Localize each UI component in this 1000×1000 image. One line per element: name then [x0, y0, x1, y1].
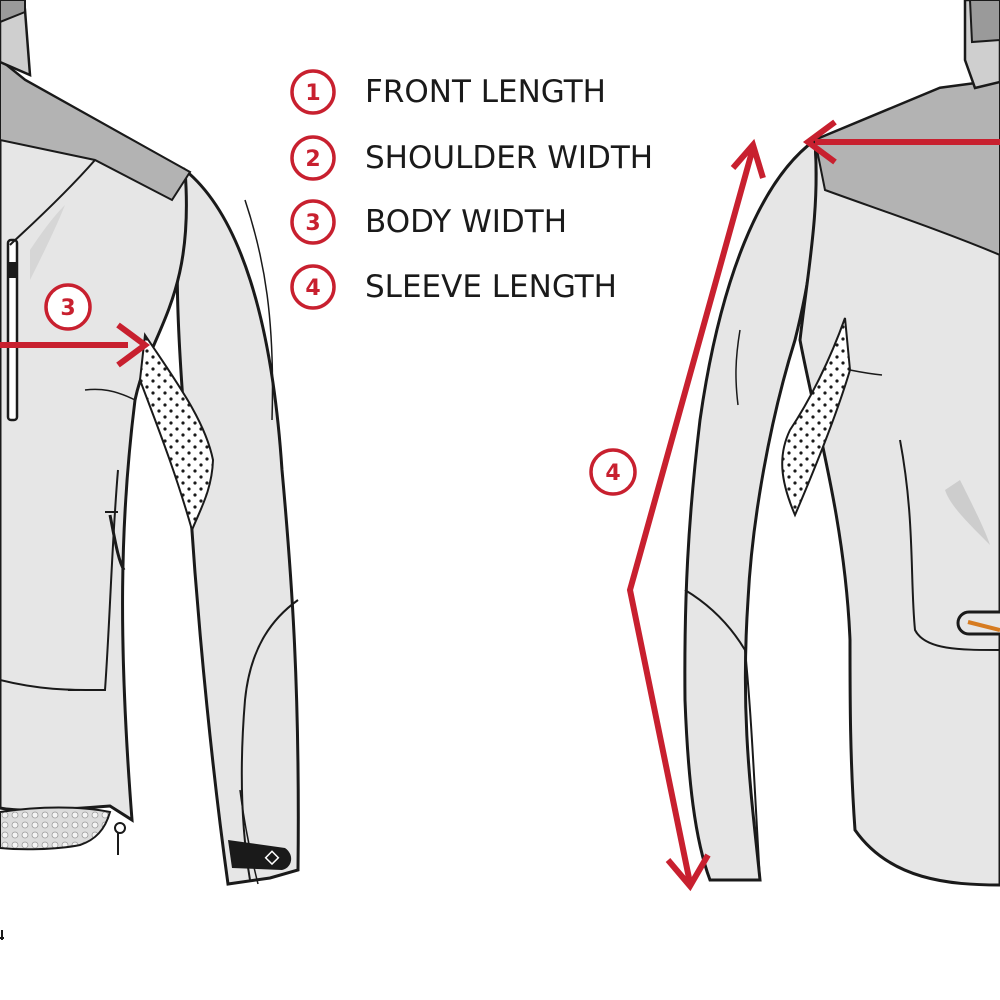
body-width-arrow: [0, 322, 151, 368]
back-underarm-vent: [781, 317, 852, 518]
legend-number: 3: [305, 211, 320, 236]
front-shoulder-panel: [0, 58, 192, 202]
legend-number: 4: [305, 276, 320, 301]
sleeve-length-marker: 4: [589, 448, 637, 496]
legend-number: 1: [305, 81, 320, 106]
legend-label: SHOULDER WIDTH: [365, 140, 653, 176]
back-body: [798, 78, 1000, 887]
legend: 1 FRONT LENGTH 2 SHOULDER WIDTH 3 BODY W…: [290, 69, 653, 310]
front-jacket: [0, 0, 300, 886]
front-sleeve: [175, 167, 300, 886]
shoulder-width-arrow: [802, 119, 1000, 165]
legend-item-shoulder-width: 2 SHOULDER WIDTH: [290, 135, 653, 181]
hem-mesh: [0, 806, 112, 851]
back-jacket: [683, 0, 1000, 887]
svg-text:4: 4: [605, 461, 620, 486]
legend-label: SLEEVE LENGTH: [365, 269, 617, 305]
cuff-tab: [228, 840, 292, 870]
legend-number: 2: [305, 147, 320, 172]
front-underarm-vent: [138, 332, 215, 534]
legend-label: BODY WIDTH: [365, 204, 567, 240]
svg-text:3: 3: [60, 296, 75, 321]
back-sleeve: [683, 137, 818, 882]
legend-item-front-length: 1 FRONT LENGTH: [290, 69, 606, 115]
chest-zipper: [6, 238, 19, 422]
sleeve-length-arrow: [626, 138, 766, 892]
legend-label: FRONT LENGTH: [365, 74, 606, 110]
legend-item-sleeve-length: 4 SLEEVE LENGTH: [290, 264, 617, 310]
body-width-marker: 3: [44, 283, 92, 331]
legend-item-body-width: 3 BODY WIDTH: [290, 199, 567, 245]
